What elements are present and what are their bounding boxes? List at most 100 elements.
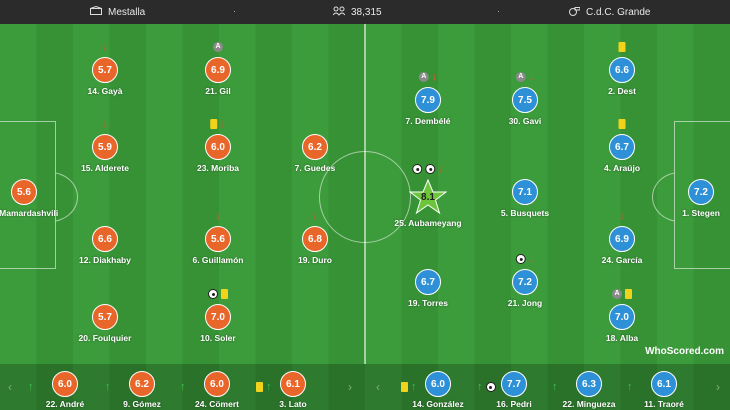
player-name: 14. González — [412, 399, 464, 409]
player-home[interactable]: ↓ 5.7 14. Gayà — [60, 42, 150, 97]
player-name: 15. Alderete — [81, 163, 129, 173]
subbed-on-icon: ↑ — [180, 381, 186, 393]
home-bench-next-button[interactable]: › — [348, 380, 352, 394]
player-rating: 7.2 — [512, 269, 538, 295]
subbed-on-icon: ↑ — [411, 381, 417, 393]
away-bench-prev-button[interactable]: ‹ — [376, 380, 380, 394]
player-rating: 6.7 — [415, 269, 441, 295]
referee-name: C.d.C. Grande — [586, 6, 651, 18]
subbed-off-icon: ↓ — [431, 71, 438, 83]
yellow-card-icon — [618, 119, 626, 129]
yellow-card-icon — [618, 42, 626, 52]
whoscored-logo: WhoScored.com — [645, 346, 724, 357]
player-rating: 6.6 — [609, 57, 635, 83]
player-name: 7. Dembélé — [405, 116, 451, 126]
player-rating: 7.1 — [512, 179, 538, 205]
player-rating: 5.7 — [92, 304, 118, 330]
player-name: 30. Gavi — [508, 116, 542, 126]
player-home[interactable]: ↑ 6.0 22. André — [20, 371, 110, 409]
player-home[interactable]: ↓ 5.9 15. Alderete — [60, 119, 150, 174]
player-rating: 7.0 — [609, 304, 635, 330]
subbed-on-icon: ↑ — [28, 381, 34, 393]
player-away[interactable]: ↑ 6.3 22. Mingueza — [544, 371, 634, 409]
subbed-off-icon: ↓ — [102, 41, 108, 53]
player-rating: 7.2 — [688, 179, 714, 205]
player-rating: 6.9 — [205, 57, 231, 83]
assist-icon: A — [213, 42, 223, 52]
stadium-icon — [90, 6, 102, 18]
whistle-icon — [568, 6, 581, 19]
player-event-icons: ↑ — [627, 381, 633, 393]
player-rating: 6.6 — [92, 226, 118, 252]
goal-icon — [515, 254, 526, 264]
player-name: 18. Alba — [605, 333, 639, 343]
player-name: 20. Foulquier — [78, 333, 132, 343]
attendance-value: 38,315 — [351, 6, 382, 18]
left-penalty-box — [0, 121, 56, 269]
goal-icon — [485, 382, 496, 392]
player-name: 24. Cömert — [195, 399, 239, 409]
player-name: 22. André — [45, 399, 85, 409]
subbed-off-icon: ↓ — [102, 118, 108, 130]
player-name: 2. Dest — [608, 86, 636, 96]
player-name: 25. Aubameyang — [394, 218, 462, 228]
man-of-the-match-star-icon: 8.1 — [409, 179, 447, 215]
player-event-icons: ↓ — [619, 211, 625, 222]
goal-icon — [425, 164, 436, 174]
player-name: 1. Stegen — [682, 208, 720, 218]
player-rating: 5.6 — [11, 179, 37, 205]
player-name: 14. Gayà — [87, 86, 123, 96]
player-rating: 6.3 — [576, 371, 602, 397]
player-rating: 5.7 — [92, 57, 118, 83]
player-event-icons: ↑ — [256, 381, 272, 393]
player-event-icons: ↓ — [312, 211, 318, 222]
player-away[interactable]: ↓ 8.1 25. Aubameyang — [383, 164, 473, 229]
player-home[interactable]: 6.6 12. Diakhaby — [60, 226, 150, 265]
separator-dot: · — [497, 6, 500, 16]
subbed-off-icon: ↓ — [215, 210, 221, 222]
player-event-icons: ↑ — [28, 381, 34, 393]
player-event-icons: ↓ — [215, 210, 221, 222]
goal-icon — [412, 164, 423, 174]
player-name: 12. Diakhaby — [79, 255, 131, 265]
player-rating: 5.9 — [92, 134, 118, 160]
referee-info: C.d.C. Grande — [568, 0, 650, 24]
subbed-off-icon: ↓ — [438, 163, 444, 175]
player-name: 23. Moriba — [196, 163, 240, 173]
player-away[interactable]: 6.6 2. Dest — [577, 42, 667, 96]
home-bench-prev-button[interactable]: ‹ — [8, 380, 12, 394]
player-away[interactable]: 7.2 1. Stegen — [656, 179, 730, 218]
player-name: 9. Gómez — [123, 399, 161, 409]
player-home[interactable]: 5.61. Mamardashvili — [0, 179, 69, 218]
away-bench-next-button[interactable]: › — [716, 380, 720, 394]
player-event-icons: ↑ — [105, 381, 111, 393]
match-info-bar: Mestalla · 38,315 · C.d.C. Grande — [0, 0, 730, 24]
player-rating: 6.0 — [52, 371, 78, 397]
player-home[interactable]: 5.7 20. Foulquier — [60, 304, 150, 343]
stadium-info: Mestalla — [90, 0, 145, 24]
player-event-icons: ↓ — [102, 118, 108, 130]
player-name: 22. Mingueza — [562, 399, 616, 409]
yellow-card-icon — [210, 119, 218, 129]
